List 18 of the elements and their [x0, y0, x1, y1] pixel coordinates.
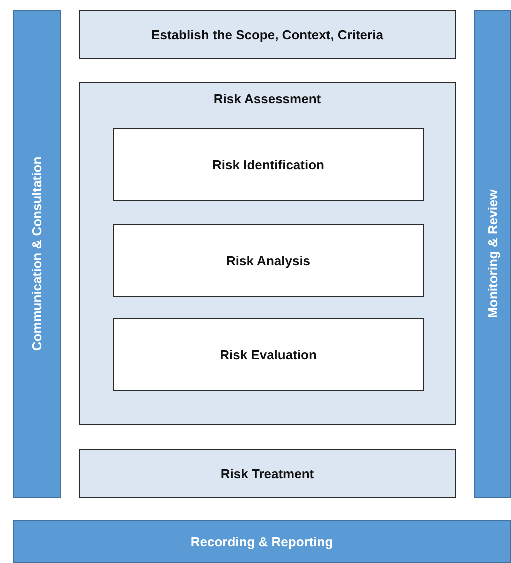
group-box	[79, 82, 456, 425]
process-box	[113, 128, 424, 201]
process-box	[113, 224, 424, 297]
box-label: Risk Analysis	[226, 253, 311, 268]
group-heading: Risk Assessment	[214, 92, 322, 106]
box-label: Risk Evaluation	[220, 347, 317, 362]
band	[13, 10, 61, 498]
box-label: Risk Treatment	[220, 466, 314, 481]
process-box	[113, 318, 424, 391]
band	[13, 520, 511, 563]
process-box	[79, 10, 456, 59]
process-box	[79, 449, 456, 498]
band	[474, 10, 511, 498]
box-label: Risk Identification	[212, 157, 324, 172]
band-label: Communication & Consultation	[30, 156, 44, 352]
box-label: Establish the Scope, Context, Criteria	[152, 27, 384, 42]
band-label: Monitoring & Review	[485, 190, 500, 318]
band-label: Recording & Reporting	[190, 534, 334, 549]
